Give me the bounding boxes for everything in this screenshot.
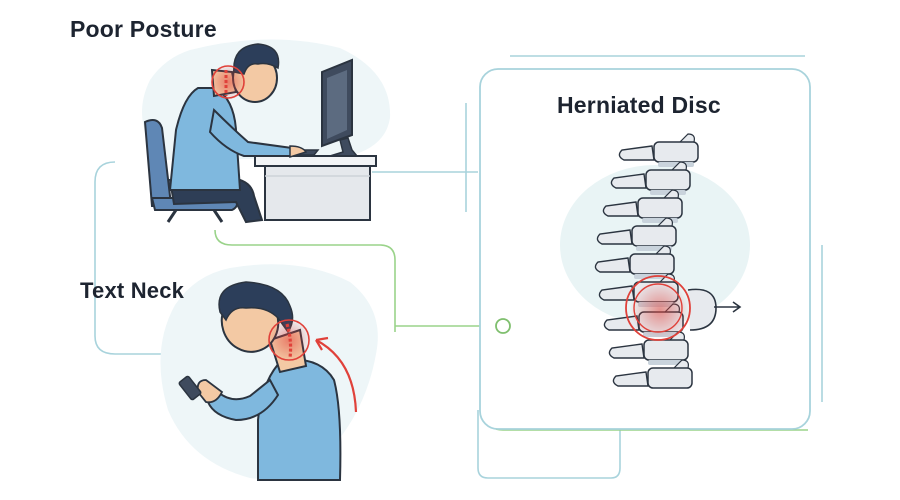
hair (233, 43, 280, 75)
vertebra (610, 161, 691, 191)
herniation-ring-inner (633, 283, 683, 333)
herniated-disc-bulge (687, 288, 717, 331)
desk-icon (254, 155, 377, 221)
intervertebral-disc (648, 360, 684, 365)
vertebra (618, 133, 699, 163)
hand (196, 379, 224, 404)
connector-blue-loop (94, 161, 163, 355)
vertebra (602, 189, 683, 219)
herniation-ring-outer (625, 275, 691, 341)
poor-posture-title: Poor Posture (70, 16, 217, 42)
poor-posture-illustration (142, 39, 391, 224)
connector-blue-bottom (477, 410, 621, 479)
spine-illustration (560, 133, 750, 389)
hand (289, 145, 308, 159)
vertebra (612, 359, 693, 389)
pain-circle-icon (210, 64, 246, 100)
connector-green-top (214, 229, 396, 332)
torso (257, 358, 342, 481)
curved-arrow-icon (315, 339, 358, 413)
monitor-icon (321, 58, 359, 157)
text-neck-illustration (160, 264, 378, 481)
text-neck-title: Text Neck (80, 278, 185, 303)
herniated-disc-title: Herniated Disc (557, 92, 721, 118)
vertebra (594, 245, 675, 275)
arm (206, 378, 280, 422)
arrow-right-icon (714, 301, 742, 313)
vertebra (608, 331, 689, 361)
connector-node (495, 318, 511, 334)
vertebra (596, 217, 677, 247)
phone-icon (178, 375, 202, 401)
